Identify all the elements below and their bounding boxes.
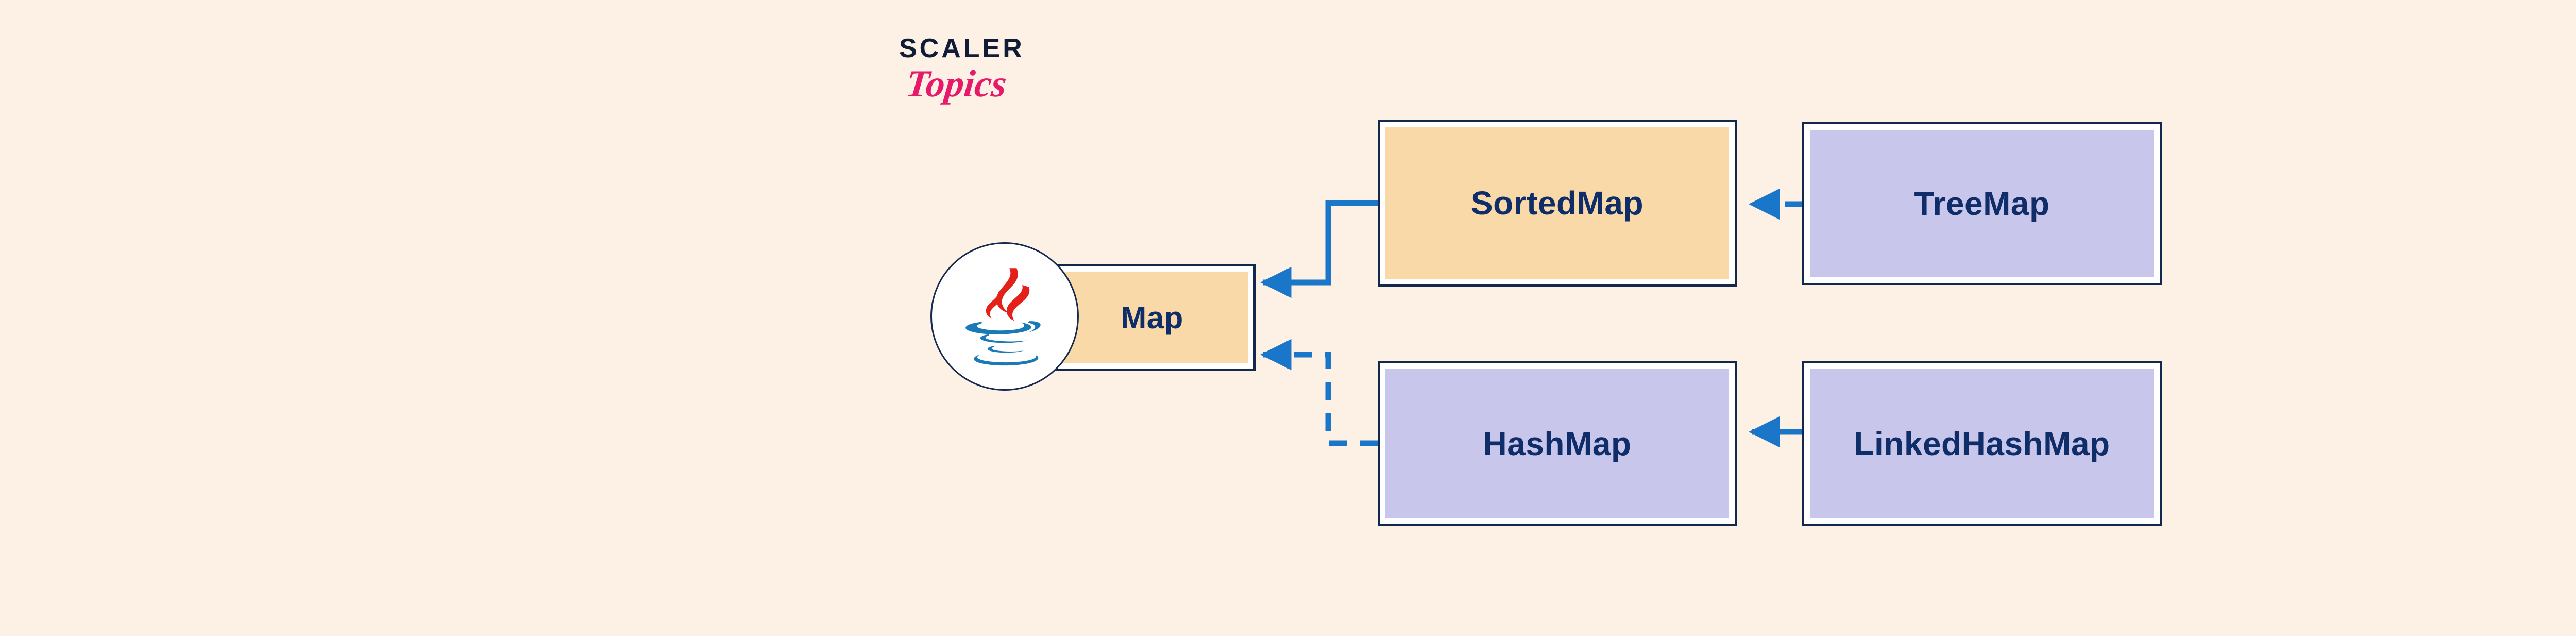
node-hashmap-label: HashMap [1483,425,1632,462]
node-sortedmap-fill: SortedMap [1385,127,1729,279]
java-cup-top-arc [965,322,1031,334]
node-linkedhashmap-label: LinkedHashMap [1854,425,2110,462]
edge-sortedmap-to-map [1260,200,1378,298]
node-map-fill: Map [1056,272,1248,363]
java-cup-bottom-arc [974,355,1039,366]
node-treemap-label: TreeMap [1914,185,2050,222]
logo-topics-text: Topics [904,63,1009,105]
java-cup-handle [1027,321,1041,332]
node-linkedhashmap[interactable]: LinkedHashMap [1802,361,2162,526]
scaler-topics-logo: SCALER Topics [899,35,1054,138]
edge-hashmap-to-map [1260,339,1378,446]
logo-scaler-text: SCALER [899,34,1025,63]
java-steam-left [986,291,1003,319]
java-steam-middle [1006,284,1030,321]
node-map[interactable]: Map [1048,264,1256,371]
java-cup-arc-3 [987,346,1024,353]
node-linkedhashmap-fill: LinkedHashMap [1810,369,2154,518]
node-hashmap-fill: HashMap [1385,369,1729,518]
node-treemap[interactable]: TreeMap [1802,122,2162,285]
node-map-label: Map [1121,300,1183,335]
java-steam-right [996,268,1018,313]
java-cup-arc-2 [980,334,1027,343]
java-logo-icon [930,242,1079,391]
node-sortedmap[interactable]: SortedMap [1378,120,1737,287]
java-logo-svg [965,268,1041,366]
node-sortedmap-label: SortedMap [1470,185,1644,222]
node-hashmap[interactable]: HashMap [1378,361,1737,526]
node-treemap-fill: TreeMap [1810,130,2154,277]
